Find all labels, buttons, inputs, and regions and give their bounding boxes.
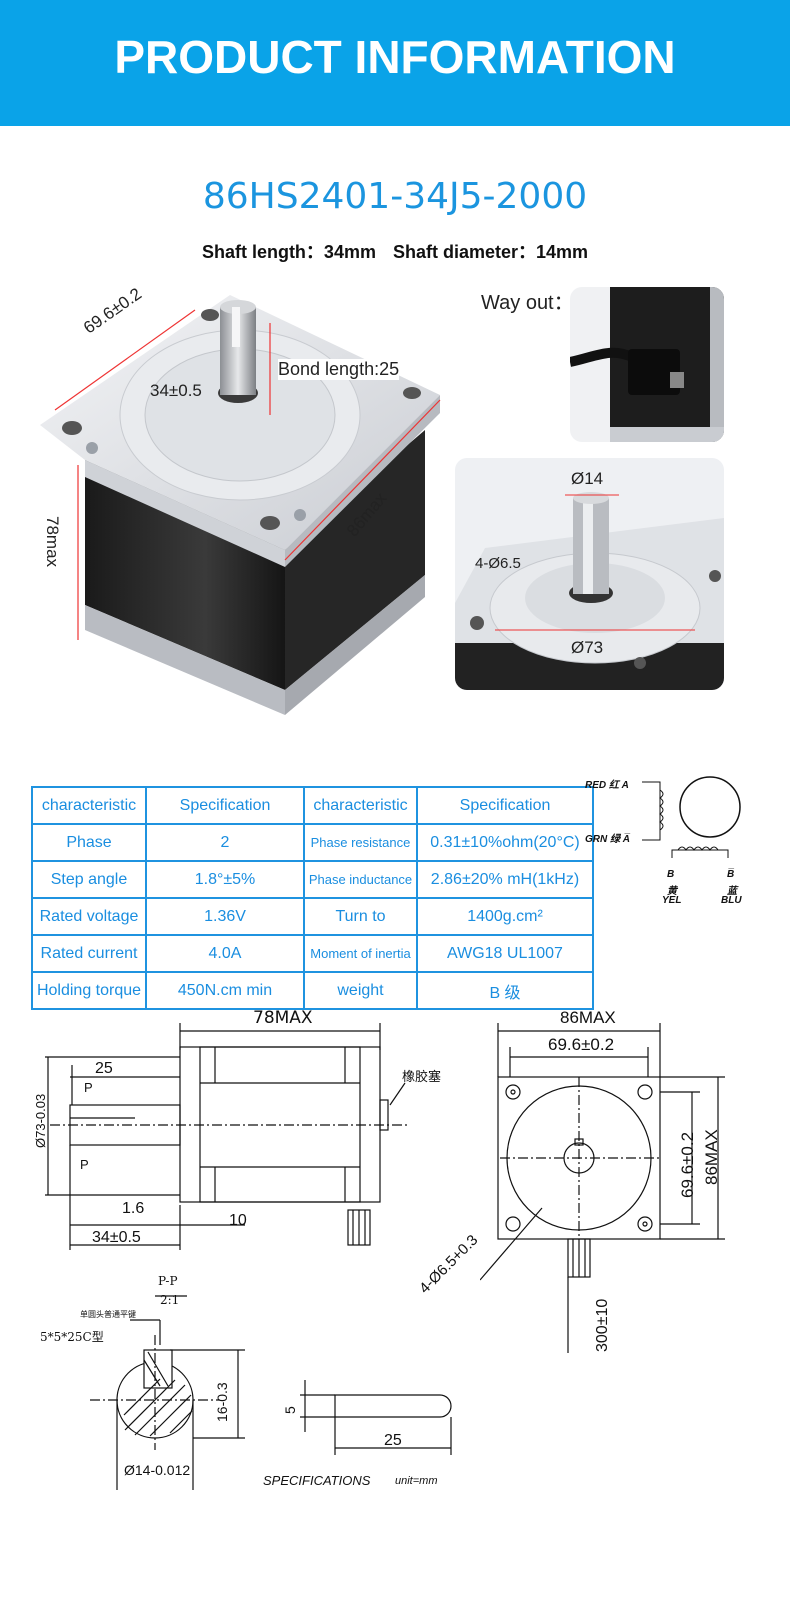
- section-key-note: 单圆头普通平键: [80, 1310, 136, 1319]
- section-scale: 2:1: [160, 1293, 180, 1307]
- shaft-diameter: Shaft diameter：14mm: [392, 242, 589, 262]
- front-lead-length: 300±10: [594, 1298, 611, 1352]
- table-cell: weight: [303, 971, 418, 1010]
- header-banner: PRODUCT INFORMATION: [0, 0, 790, 126]
- way-out-label: Way out：: [481, 292, 574, 314]
- key-height: 5: [282, 1406, 298, 1414]
- spec-table: characteristic Specification characteris…: [31, 786, 594, 1010]
- table-cell: 1.8°±5%: [145, 860, 305, 899]
- table-cell: B 级: [416, 971, 594, 1010]
- wire-grn: GRN 绿 A̅: [585, 834, 630, 845]
- dim-flange-73: Ø73: [571, 638, 604, 657]
- dim-shaft-14: Ø14: [571, 469, 604, 488]
- wire-blu-cn: 蓝: [727, 886, 737, 897]
- wire-yel-cn: 黄: [667, 886, 677, 897]
- side-max-length: 78MAX: [253, 1008, 313, 1028]
- wire-b-bar: B̅: [727, 869, 735, 880]
- wire-b: B: [667, 869, 675, 880]
- front-view-drawing: [480, 1023, 725, 1353]
- wire-blu: BLU: [721, 895, 742, 906]
- table-cell: Phase: [31, 823, 147, 862]
- wire-yel: YEL: [662, 895, 682, 906]
- table-cell: Holding torque: [31, 971, 147, 1010]
- table-cell: 0.31±10%ohm(20°C): [416, 823, 594, 862]
- side-dim-34: 34±0.5: [92, 1229, 141, 1246]
- table-cell: Rated voltage: [31, 897, 147, 936]
- section-dim-16: 16-0.3: [214, 1382, 230, 1422]
- table-row: Rated voltage 1.36V Turn to 1400g.cm²: [31, 897, 594, 936]
- way-out-photo: [570, 287, 724, 442]
- dim-bond-length: Bond length:25: [278, 359, 400, 380]
- wire-red: RED 红 A: [585, 780, 629, 791]
- table-cell: 2: [145, 823, 305, 862]
- table-cell: characteristic: [303, 786, 418, 825]
- table-cell: Rated current: [31, 934, 147, 973]
- table-cell: 1.36V: [145, 897, 305, 936]
- table-cell: Phase inductance: [303, 860, 418, 899]
- table-cell: Turn to: [303, 897, 418, 936]
- side-p-mark-bottom: P: [80, 1157, 89, 1172]
- side-dim-1-6: 1.6: [122, 1200, 145, 1217]
- drawing-footer-unit: unit=mm: [395, 1475, 438, 1487]
- table-cell: Specification: [416, 786, 594, 825]
- side-view-drawing: [45, 1023, 410, 1250]
- banner-title: PRODUCT INFORMATION: [114, 31, 676, 83]
- section-drawing: [90, 1295, 245, 1490]
- table-cell: 450N.cm min: [145, 971, 305, 1010]
- table-cell: AWG18 UL1007: [416, 934, 594, 973]
- section-title: P-P: [158, 1274, 178, 1288]
- table-row: Holding torque 450N.cm min weight B 级: [31, 971, 594, 1010]
- table-row: Phase 2 Phase resistance 0.31±10%ohm(20°…: [31, 823, 594, 862]
- front-hole-pitch-vertical: 69.6±0.2: [678, 1131, 697, 1198]
- detail-photo: [455, 458, 724, 690]
- dim-length: 78max: [43, 516, 62, 568]
- shaft-length: Shaft length：34mm: [201, 242, 376, 262]
- table-row: characteristic Specification characteris…: [31, 786, 594, 825]
- table-cell: characteristic: [31, 786, 147, 825]
- table-cell: 1400g.cm²: [416, 897, 594, 936]
- table-row: Step angle 1.8°±5% Phase inductance 2.86…: [31, 860, 594, 899]
- model-number: 86HS2401-34J5-2000: [202, 176, 588, 217]
- table-row: Rated current 4.0A Moment of inertia AWG…: [31, 934, 594, 973]
- key-drawing: [300, 1380, 452, 1455]
- table-cell: Specification: [145, 786, 305, 825]
- table-cell: Step angle: [31, 860, 147, 899]
- section-dim-14: Ø14-0.012: [124, 1462, 191, 1478]
- dim-holes-6-5: 4-Ø6.5: [475, 555, 521, 572]
- front-hole-pitch: 69.6±0.2: [548, 1035, 615, 1054]
- shaft-info: Shaft length：34mm Shaft diameter：14mm: [0, 238, 790, 264]
- key-length: 25: [384, 1432, 402, 1449]
- drawing-footer-spec: SPECIFICATIONS: [263, 1473, 371, 1488]
- side-p-mark-top: P: [84, 1080, 93, 1095]
- side-dim-10: 10: [229, 1212, 247, 1229]
- wiring-diagram: [642, 776, 741, 858]
- side-rubber-plug: 橡胶塞: [402, 1069, 442, 1084]
- table-cell: Moment of inertia: [303, 934, 418, 973]
- dim-shaft-diameter: 34±0.5: [150, 381, 202, 400]
- table-cell: Phase resistance: [303, 823, 418, 862]
- side-shaft-length: 25: [95, 1060, 113, 1077]
- side-flange-dia: Ø73-0.03: [33, 1093, 48, 1148]
- table-cell: 4.0A: [145, 934, 305, 973]
- table-cell: 2.86±20% mH(1kHz): [416, 860, 594, 899]
- section-key-size: 5*5*25C型: [40, 1330, 104, 1344]
- front-max-height: 86MAX: [702, 1129, 721, 1185]
- front-max-width: 86MAX: [560, 1008, 616, 1027]
- main-motor-image: [40, 295, 441, 715]
